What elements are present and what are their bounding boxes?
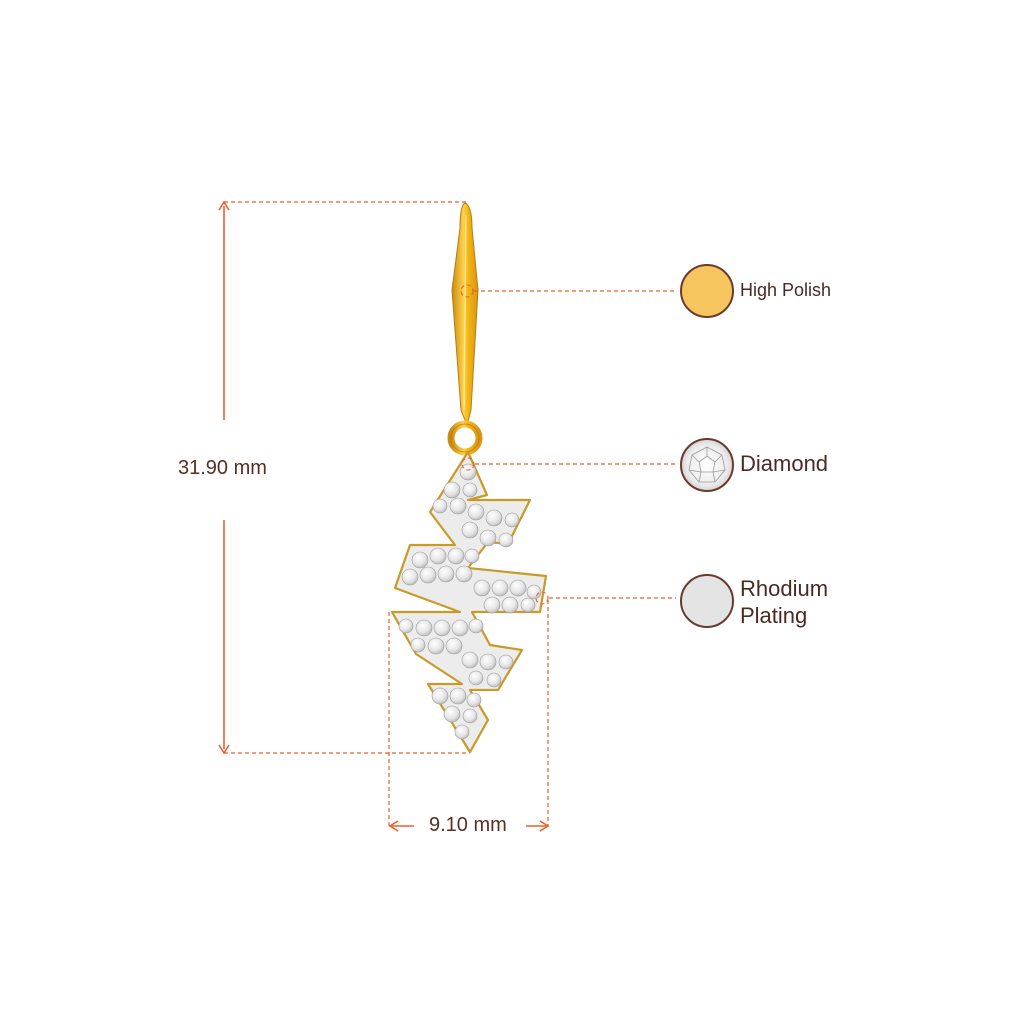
jump-ring [447, 420, 483, 456]
callout-lines [460, 284, 676, 605]
rhodium-plating-label: Rhodium Plating [740, 575, 828, 629]
diamond-label: Diamond [740, 451, 829, 476]
height-dimension [218, 200, 470, 755]
rhodium-marker [535, 591, 549, 605]
rhodium-swatch-icon [680, 574, 734, 628]
high-polish-label: High Polish [740, 280, 832, 300]
width-dimension [388, 600, 550, 832]
rhodium-label-line1: Rhodium [740, 576, 829, 601]
rhodium-label-line2: Plating [740, 603, 808, 628]
width-arrow-right [539, 820, 550, 832]
height-arrow-top [218, 200, 230, 211]
pave-diamonds [398, 463, 542, 740]
zigzag-pendant [390, 450, 548, 754]
diamond-swatch-icon [680, 438, 734, 492]
diamond-marker [461, 457, 475, 471]
earring-hook [451, 202, 479, 427]
width-label: 9.10 mm [429, 814, 507, 836]
height-arrow-bottom [218, 744, 230, 755]
height-label: 31.90 mm [178, 457, 267, 479]
width-arrow-left [388, 820, 399, 832]
gold-swatch-icon [680, 264, 734, 318]
high-polish-marker [460, 284, 474, 298]
